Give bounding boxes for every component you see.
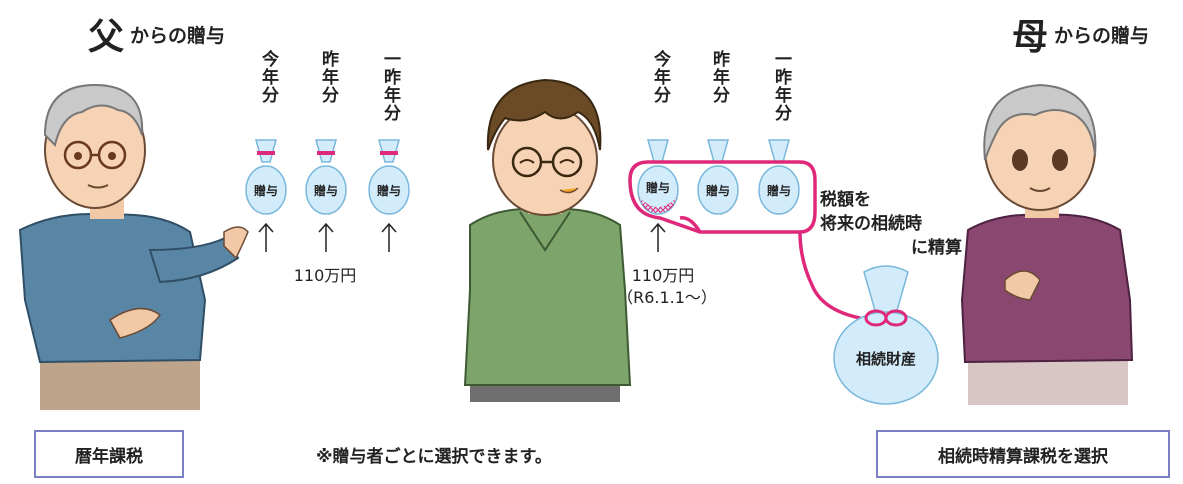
father-year-current: 今年分: [258, 50, 278, 104]
estate-bag: 相続財産: [833, 265, 939, 405]
settlement-note: 税額を 将来の相続時 に精算: [812, 188, 962, 260]
mother-bag-label-last: 贈与: [706, 183, 730, 198]
father-title-suffix: からの贈与: [130, 24, 226, 47]
mother-bag-label-before-last: 贈与: [767, 183, 791, 198]
mother-amount: 110万円: [631, 266, 695, 285]
mother-title-suffix: からの贈与: [1054, 24, 1150, 47]
selection-note: ※贈与者ごとに選択できます。: [316, 447, 552, 467]
father-gift-title: 父 からの贈与: [88, 8, 225, 60]
settlement-note-line-1: 税額を: [820, 190, 871, 210]
mother-gift-bags: 贈与 贈与 贈与: [628, 139, 861, 320]
mother-bag-last: 贈与: [697, 139, 739, 215]
father-kanji: 父: [88, 17, 125, 58]
mother-amount-date: （R6.1.1～）: [617, 288, 717, 307]
mother-year-before-last: 一昨年分: [771, 50, 791, 122]
father-arrows: [258, 222, 397, 252]
settlement-note-line-2: 将来の相続時: [820, 214, 922, 234]
mother-gift-title: 母 からの贈与: [1012, 8, 1149, 60]
mother-bag-current: 贈与: [637, 139, 679, 215]
settlement-note-line-3: に精算: [911, 238, 962, 258]
father-figure: [18, 83, 249, 410]
mother-year-current: 今年分: [650, 50, 670, 104]
father-amount: 110万円: [293, 266, 357, 285]
father-bag-current: 贈与: [245, 139, 287, 215]
mother-bag-label-current: 贈与: [646, 180, 670, 195]
mother-arrow: [650, 222, 666, 252]
son-figure: [463, 78, 632, 402]
estate-label: 相続財産: [856, 350, 916, 368]
mother-figure: [960, 83, 1134, 405]
father-year-last: 昨年分: [318, 50, 338, 104]
mother-bag-before-last: 贈与: [758, 139, 800, 215]
father-bag-label-current: 贈与: [254, 183, 278, 198]
father-bag-label-before-last: 贈与: [377, 183, 401, 198]
father-bag-label-last: 贈与: [314, 183, 338, 198]
mother-year-last: 昨年分: [709, 50, 729, 104]
father-year-before-last: 一昨年分: [380, 50, 400, 122]
mother-kanji: 母: [1012, 17, 1049, 58]
father-gift-bags: 贈与 贈与 贈与: [245, 139, 410, 252]
father-bag-last: 贈与: [305, 139, 347, 215]
calendar-year-taxation-box: 暦年課税: [34, 430, 184, 478]
father-bag-before-last: 贈与: [368, 139, 410, 215]
settlement-taxation-box: 相続時精算課税を選択: [876, 430, 1170, 478]
